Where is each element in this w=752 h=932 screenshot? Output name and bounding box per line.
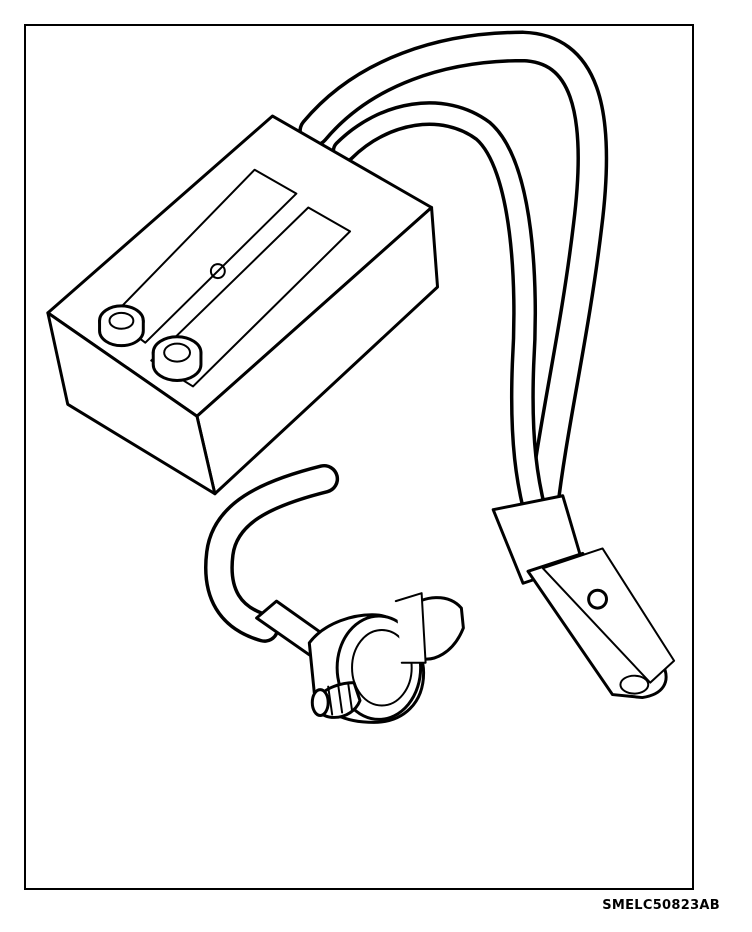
test-harness-illustration: [46, 30, 676, 724]
alligator-clip: [491, 494, 676, 700]
terminal-knob-right: [151, 335, 203, 382]
clip-cable: [298, 30, 609, 528]
connector-cable: [204, 463, 340, 643]
connector-plug: [255, 592, 465, 724]
illustration-frame: [24, 24, 694, 890]
figure-reference-code: SMELC50823AB: [602, 898, 720, 913]
terminal-knob-left: [98, 304, 145, 348]
tester-box: [46, 114, 440, 496]
